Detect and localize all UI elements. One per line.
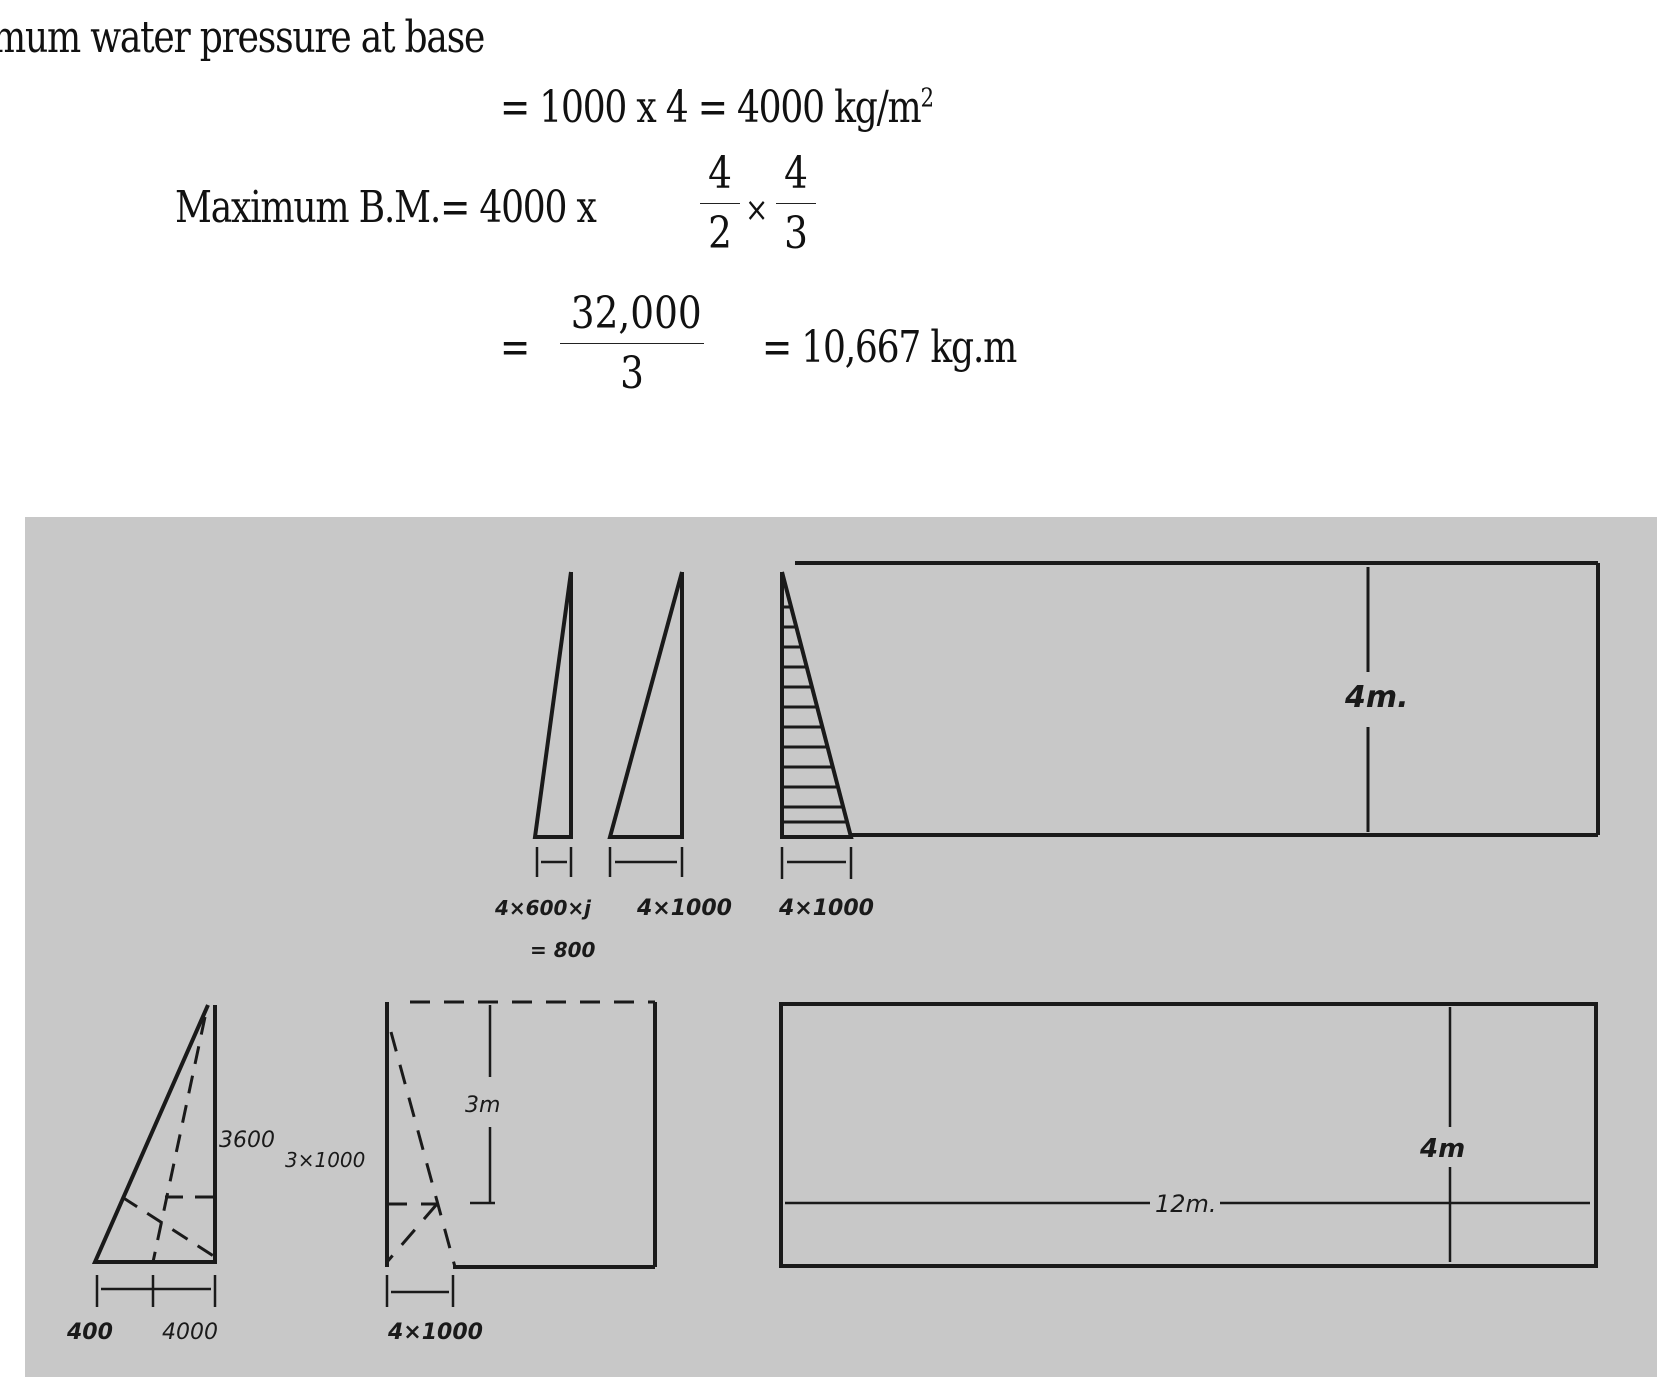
equation-line-1-superscript: 2: [920, 83, 934, 114]
left-triangle-side-label: 3600: [219, 1128, 275, 1153]
fraction-bar: [776, 203, 816, 204]
triangle-3-outline: [780, 571, 854, 839]
max-bm-label: Maximum B.M.= 4000 x: [175, 182, 597, 233]
fraction-denominator: 2: [708, 208, 732, 259]
result-text: = 10,667 kg.m: [762, 322, 1017, 373]
fraction-4-over-3: 4 3: [776, 148, 816, 259]
left-triangle-label-b: 4000: [162, 1320, 218, 1345]
triangle-2-outline: [607, 571, 684, 839]
fraction-numerator: 32,000: [570, 288, 702, 339]
heading-fragment: mum water pressure at base: [0, 12, 485, 63]
left-triangle-label-a: 400: [66, 1320, 113, 1345]
fraction-4-over-2: 4 2: [700, 148, 740, 259]
fraction-denominator: 3: [620, 348, 644, 399]
triangle-1-outline: [532, 571, 573, 839]
fraction-bar: [560, 343, 704, 344]
fraction-numerator: 4: [708, 148, 732, 199]
top-tank-height-label: 4m.: [1344, 680, 1409, 715]
fraction-numerator: 4: [784, 148, 808, 199]
triangle-1-label-b: = 800: [530, 938, 596, 962]
triangle-1-label-a: 4×600×j: [494, 896, 592, 920]
bottom-tank-width-label: 12m.: [1155, 1190, 1217, 1218]
fraction-denominator: 3: [784, 208, 808, 259]
equation-line-1: = 1000 x 4 = 4000 kg/m2: [500, 82, 934, 133]
middle-side-label: 3×1000: [285, 1148, 365, 1172]
triangle-2-label: 4×1000: [636, 896, 732, 921]
diagram-drawing: 4×600×j = 800 4×1000 4×1000 4m. 400 4000…: [66, 561, 1600, 1345]
middle-bottom-label: 4×1000: [387, 1320, 483, 1345]
fraction-32000-over-3: 32,000 3: [560, 288, 704, 399]
pressure-diagram-figure: 4×600×j = 800 4×1000 4×1000 4m. 400 4000…: [25, 517, 1657, 1377]
equation-line-1-text: = 1000 x 4 = 4000 kg/m: [500, 82, 922, 133]
times-symbol: ×: [745, 190, 768, 230]
bottom-tank-height-label: 4m: [1419, 1134, 1465, 1164]
equals-sign: =: [500, 322, 530, 373]
middle-height-label: 3m: [465, 1093, 500, 1118]
triangle-3-label: 4×1000: [778, 896, 874, 921]
fraction-bar: [700, 203, 740, 204]
